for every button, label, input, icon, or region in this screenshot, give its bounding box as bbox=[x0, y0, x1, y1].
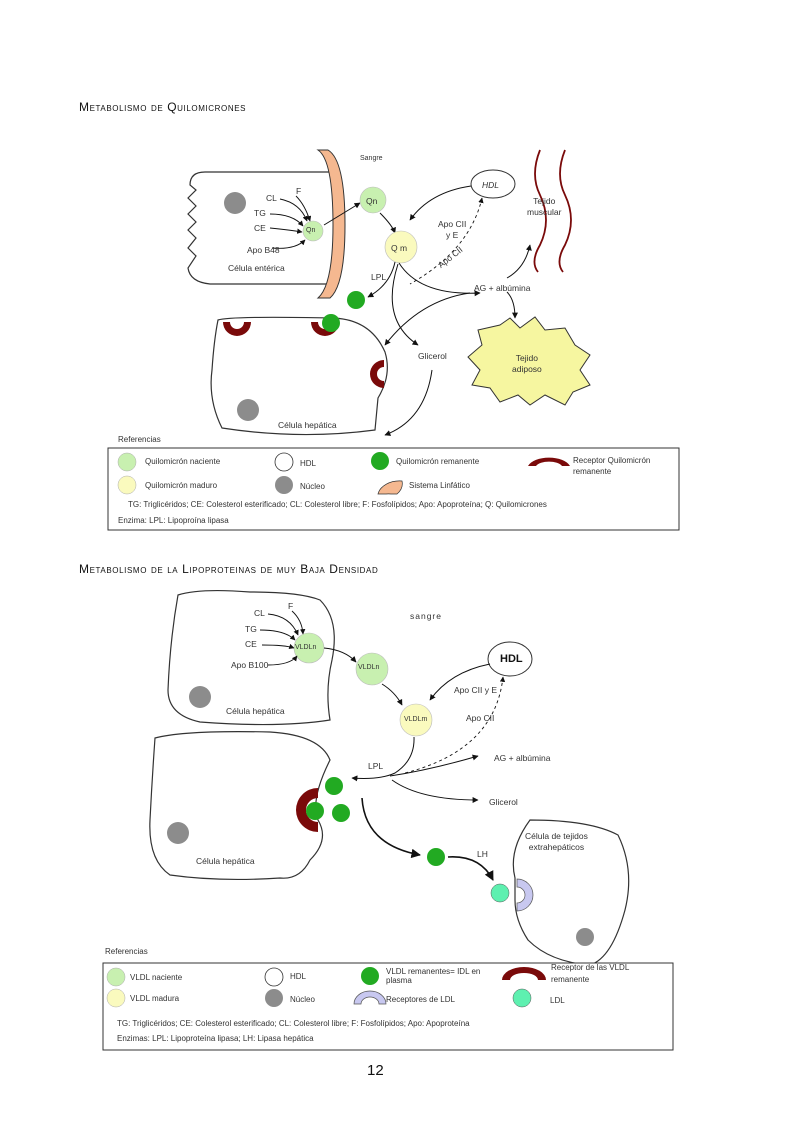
apo-cii-label-2: Apo CII bbox=[466, 713, 495, 723]
celula-hepatica-bottom-label: Célula hepática bbox=[196, 856, 255, 866]
ref2-nucleus: Núcleo bbox=[290, 995, 315, 1004]
sangre-label-2: sangre bbox=[410, 611, 442, 621]
ref2-ldl: LDL bbox=[550, 996, 565, 1005]
tg-label-1: TG bbox=[254, 208, 266, 218]
vldl-cell-label: VLDLn bbox=[295, 644, 317, 651]
enteric-cell bbox=[187, 171, 330, 285]
ref2-nascent: VLDL naciente bbox=[130, 973, 183, 982]
idl-4 bbox=[427, 848, 445, 866]
qn-vessel-label: Qn bbox=[366, 196, 378, 206]
nascent-chylomicron-cell bbox=[302, 220, 324, 242]
hepatic-cell-bottom bbox=[149, 731, 331, 881]
f-label-1: F bbox=[296, 186, 302, 196]
extrahepatic-nucleus bbox=[576, 928, 594, 946]
ref1-receptor: Receptor Quilomicrón remanente bbox=[573, 456, 651, 476]
lymphatic-wall bbox=[316, 149, 346, 299]
ref2-ldl-receptor: Receptores de LDL bbox=[386, 995, 455, 1004]
celula-enterica-label: Célula entérica bbox=[228, 263, 285, 273]
ce-label-2: CE bbox=[245, 639, 257, 649]
ref2-idl: VLDL remanentes= IDL en plasma bbox=[386, 967, 481, 985]
ag-albumina-label-2: AG + albúmina bbox=[494, 753, 551, 763]
sangre-label-1: Sangre bbox=[360, 155, 383, 162]
nascent-chylomicron-blood bbox=[359, 186, 387, 214]
apo-cii-e-label-2: Apo CII y E bbox=[454, 685, 497, 695]
hdl-label-2: HDL bbox=[500, 653, 523, 665]
cl-label-2: CL bbox=[254, 608, 265, 618]
idl-2 bbox=[306, 802, 324, 820]
lpl-label-1: LPL bbox=[371, 272, 387, 282]
glicerol-label-1: Glicerol bbox=[418, 351, 447, 361]
idl-1 bbox=[325, 777, 343, 795]
celula-hepatica-label-1: Célula hepática bbox=[278, 420, 337, 430]
muscle-tissue bbox=[533, 149, 547, 273]
hdl-section1 bbox=[470, 169, 516, 199]
vldl-nascent-blood bbox=[355, 652, 389, 686]
ldl bbox=[490, 883, 510, 903]
qn-cell-label: Qn bbox=[306, 227, 316, 234]
adipose-tissue bbox=[467, 316, 591, 406]
ref1-nucleus: Núcleo bbox=[300, 482, 325, 491]
receptor-3 bbox=[370, 360, 384, 388]
tg-label-2: TG bbox=[245, 624, 257, 634]
qm-label: Q m bbox=[391, 243, 408, 253]
hdl-section2 bbox=[487, 641, 533, 677]
glicerol-label-2: Glicerol bbox=[489, 797, 518, 807]
hepatic-nucleus-top bbox=[189, 686, 211, 708]
ref1-mature: Quilomicrón maduro bbox=[145, 481, 218, 490]
ref1-hdl: HDL bbox=[300, 459, 317, 468]
section2-title: Metabolismo de la Lipoproteinas de muy B… bbox=[79, 562, 379, 576]
lpl-label-2: LPL bbox=[368, 761, 384, 771]
celula-hepatica-top-label: Célula hepática bbox=[226, 706, 285, 716]
mature-chylomicron bbox=[384, 230, 418, 264]
ce-label-1: CE bbox=[254, 223, 266, 233]
vldl-blood-label: VLDLn bbox=[358, 664, 380, 671]
apo-cii-e-label-1: Apo CII y E bbox=[438, 219, 467, 240]
tejido-adiposo-label: Tejido adiposo bbox=[512, 353, 542, 374]
tejido-muscular-label: Tejido muscular bbox=[527, 196, 562, 217]
page-number: 12 bbox=[367, 1062, 384, 1079]
ref1-legend-line2: Enzima: LPL: Lipoproína lipasa bbox=[118, 516, 229, 525]
ref1-legend-line1: TG: Triglicéridos; CE: Colesterol esteri… bbox=[128, 500, 547, 509]
ref2-legend-line2: Enzimas: LPL: Lipoproteína lipasa; LH: L… bbox=[117, 1034, 314, 1043]
ref1-lymph: Sistema Linfático bbox=[409, 481, 470, 490]
remnant-chylomicron bbox=[347, 291, 365, 309]
ldl-receptor bbox=[516, 878, 534, 912]
enteric-nucleus bbox=[224, 192, 246, 214]
ref2-legend-line1: TG: Triglicéridos; CE: Colesterol esteri… bbox=[117, 1019, 470, 1028]
references-box-2 bbox=[102, 962, 674, 1051]
ag-albumina-label-1: AG + albúmina bbox=[474, 283, 531, 293]
ref2-hdl: HDL bbox=[290, 972, 307, 981]
lh-label: LH bbox=[477, 849, 488, 859]
section1-title: Metabolismo de Quilomicrones bbox=[79, 100, 247, 114]
ref2-receptor: Receptor de las VLDL remanente bbox=[551, 963, 629, 984]
references-heading-1: Referencias bbox=[118, 435, 161, 444]
receptor-1 bbox=[223, 322, 251, 336]
ref2-mature: VLDL madura bbox=[130, 994, 180, 1003]
cl-label-1: CL bbox=[266, 193, 277, 203]
idl-3 bbox=[332, 804, 350, 822]
vldl-mature bbox=[399, 703, 433, 737]
hepatic-nucleus-1 bbox=[237, 399, 259, 421]
celula-extrahepatica-label: Célula de tejidos extrahepáticos bbox=[525, 831, 588, 852]
vldl-mature-label: VLDLm bbox=[404, 716, 428, 723]
vldl-receptor bbox=[296, 788, 318, 832]
hdl-label-1: HDL bbox=[482, 180, 500, 190]
f-label-2: F bbox=[288, 601, 294, 611]
ref1-nascent: Quilomicrón naciente bbox=[145, 457, 221, 466]
references-heading-2: Referencias bbox=[105, 947, 148, 956]
apo-b48-label: Apo B48 bbox=[247, 245, 280, 255]
remnant-on-receptor bbox=[322, 314, 340, 332]
hepatic-nucleus-bottom bbox=[167, 822, 189, 844]
hepatic-cell-top bbox=[167, 589, 335, 726]
ref1-remnant: Quilomicrón remanente bbox=[396, 457, 480, 466]
apo-b100-label: Apo B100 bbox=[231, 660, 269, 670]
